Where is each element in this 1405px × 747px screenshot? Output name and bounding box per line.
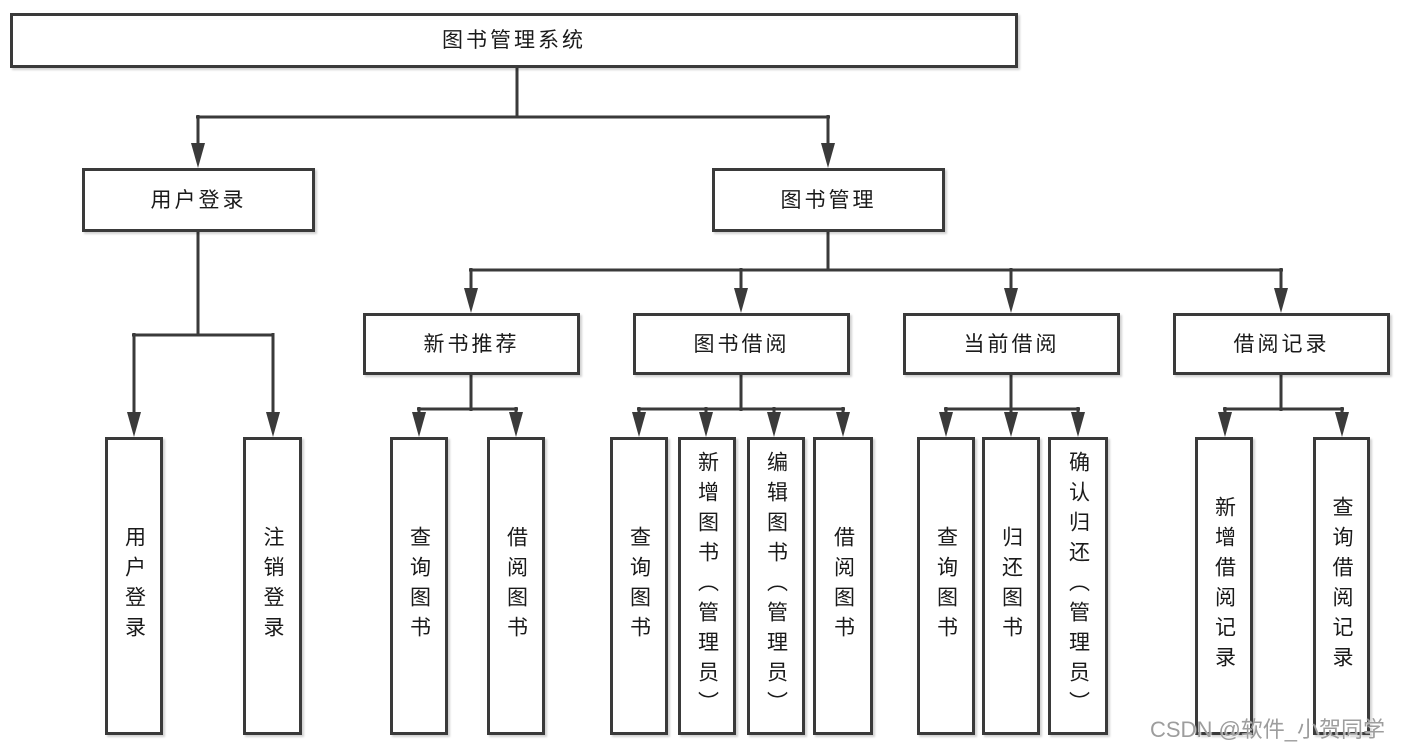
leaf-bor-borrow-book: 借阅图书 (813, 437, 873, 735)
leaf-cur-return-book-label: 归还图书 (999, 526, 1023, 646)
connector-borrow-records-children (1218, 375, 1349, 437)
leaf-user-login-label: 用户登录 (122, 526, 146, 646)
leaf-bor-edit-book-label: 编辑图书（管理员） (764, 451, 788, 721)
node-new-book-rec-label: 新书推荐 (423, 332, 520, 356)
node-user-login-label: 用户登录 (150, 188, 247, 212)
connector-book-mgmt-children (464, 232, 1288, 313)
connector-user-login-children (127, 232, 280, 437)
leaf-rec-borrow-book: 借阅图书 (487, 437, 545, 735)
leaf-bor-add-book: 新增图书（管理员） (678, 437, 736, 735)
node-user-login: 用户登录 (82, 168, 315, 232)
leaf-rec-query-record: 查询借阅记录 (1313, 437, 1370, 735)
node-borrow-records: 借阅记录 (1173, 313, 1390, 375)
leaf-rec-add-record: 新增借阅记录 (1195, 437, 1253, 735)
node-current-borrow: 当前借阅 (903, 313, 1120, 375)
leaf-cur-query-book: 查询图书 (917, 437, 975, 735)
leaf-rec-query-book-label: 查询图书 (407, 526, 431, 646)
node-root-label: 图书管理系统 (442, 29, 586, 52)
csdn-watermark: CSDN @软件_小贺同学 (1150, 717, 1386, 742)
node-current-borrow-label: 当前借阅 (963, 332, 1060, 356)
connector-current-borrow-children (939, 375, 1085, 437)
leaf-cur-confirm-return-label: 确认归还（管理员） (1066, 451, 1090, 721)
node-root: 图书管理系统 (10, 13, 1018, 68)
leaf-rec-query-record-label: 查询借阅记录 (1330, 496, 1353, 676)
leaf-logout: 注销登录 (243, 437, 302, 735)
leaf-cur-query-book-label: 查询图书 (934, 526, 958, 646)
node-borrow-records-label: 借阅记录 (1233, 332, 1330, 356)
connector-new-book-rec-children (412, 375, 523, 437)
leaf-rec-add-record-label: 新增借阅记录 (1212, 496, 1236, 676)
leaf-logout-label: 注销登录 (261, 526, 284, 646)
leaf-cur-confirm-return: 确认归还（管理员） (1048, 437, 1108, 735)
leaf-bor-query-book-label: 查询图书 (627, 526, 651, 646)
node-book-borrow-label: 图书借阅 (693, 332, 790, 356)
node-book-mgmt: 图书管理 (712, 168, 945, 232)
leaf-bor-edit-book: 编辑图书（管理员） (747, 437, 805, 735)
leaf-bor-add-book-label: 新增图书（管理员） (695, 451, 719, 721)
leaf-rec-query-book: 查询图书 (390, 437, 448, 735)
leaf-rec-borrow-book-label: 借阅图书 (504, 526, 528, 646)
connector-root-to-level2 (191, 68, 835, 168)
leaf-bor-borrow-book-label: 借阅图书 (831, 526, 855, 646)
node-new-book-rec: 新书推荐 (363, 313, 580, 375)
connector-book-borrow-children (632, 375, 850, 437)
leaf-bor-query-book: 查询图书 (610, 437, 668, 735)
node-book-mgmt-label: 图书管理 (780, 188, 877, 212)
leaf-user-login: 用户登录 (105, 437, 163, 735)
leaf-cur-return-book: 归还图书 (982, 437, 1040, 735)
node-book-borrow: 图书借阅 (633, 313, 850, 375)
